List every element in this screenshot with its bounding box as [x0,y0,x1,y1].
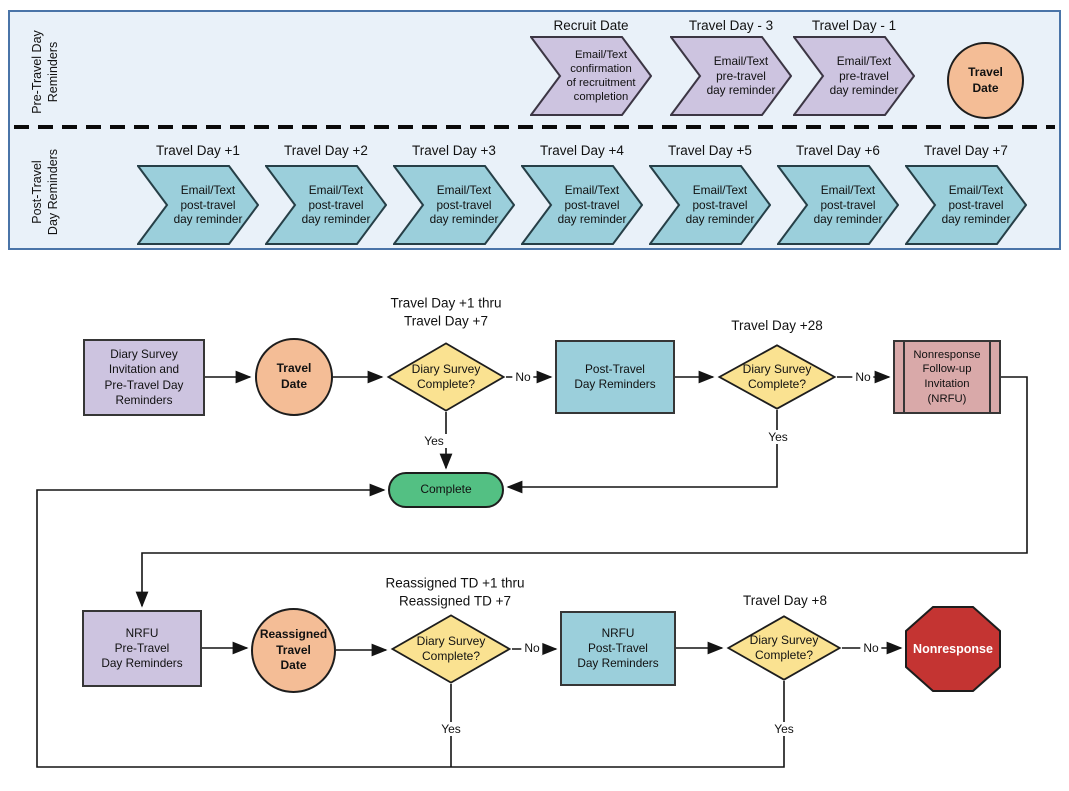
chevron-shape [777,165,899,245]
chevron-shape [793,36,915,116]
node-nrfu-post-travel-reminders: NRFU Post-Travel Day Reminders [560,611,676,686]
edge-label-no-4: No [860,641,882,655]
post-travel-step-7: Email/Text post-travel day reminder [905,165,1027,245]
chevron-shape [530,36,652,116]
step-text: Email/Text post-travel day reminder [301,182,371,227]
step-text: Email/Text pre-travel day reminder [706,53,776,98]
decision2-timeframe-label: Travel Day +28 [731,318,823,334]
post-travel-step-4: Email/Text post-travel day reminder [521,165,643,245]
node-decision-diary-complete-4: Diary Survey Complete? [726,615,842,681]
chevron-shape [905,165,1027,245]
node-nrfu-invitation: Nonresponse Follow-up Invitation (NRFU) [893,340,1001,414]
edge-label-no-2: No [852,370,874,384]
pre-travel-step-1: Email/Text confirmation of recruitment c… [530,36,652,116]
reminder-timeline-panel: Pre-Travel Day Reminders Post-Travel Day… [8,10,1061,250]
post-travel-step-1: Email/Text post-travel day reminder [137,165,259,245]
node-nonresponse: Nonresponse [905,606,1001,692]
edge-label-yes-2: Yes [765,430,791,444]
step-title: Recruit Date [553,18,629,33]
decision-text: Diary Survey Complete? [742,362,812,391]
octagon-shape [905,606,1001,692]
step-title: Travel Day +5 [668,143,752,158]
node-text: Nonresponse Follow-up Invitation (NRFU) [913,348,981,405]
edge-label-no-1: No [512,370,534,384]
node-diary-survey-invitation: Diary Survey Invitation and Pre-Travel D… [83,339,205,416]
node-complete: Complete [388,472,504,508]
post-travel-step-6: Email/Text post-travel day reminder [777,165,899,245]
decision3-timeframe-label: Reassigned TD +1 thru Reassigned TD +7 [385,575,525,608]
node-decision-diary-complete-1: Diary Survey Complete? [386,342,506,412]
step-text: Email/Text post-travel day reminder [173,182,243,227]
step-title: Travel Day +4 [540,143,624,158]
edge-label-yes-1: Yes [421,434,447,448]
chevron-shape [670,36,792,116]
step-title: Travel Day - 1 [811,18,897,33]
subprocess-line-left [903,342,905,412]
chevron-shape [649,165,771,245]
step-text: Email/Text post-travel day reminder [813,182,883,227]
step-title: Travel Day +2 [284,143,368,158]
lane-label-post-travel: Post-Travel Day Reminders [30,148,61,236]
step-title: Travel Day +1 [156,143,240,158]
decision-text: Diary Survey Complete? [749,633,819,662]
post-travel-step-2: Email/Text post-travel day reminder [265,165,387,245]
travel-date-circle: Travel Date [947,42,1024,119]
decision4-timeframe-label: Travel Day +8 [743,593,827,609]
node-nrfu-pre-travel-reminders: NRFU Pre-Travel Day Reminders [82,610,202,687]
decision1-timeframe-label: Travel Day +1 thru Travel Day +7 [390,295,502,328]
chevron-shape [521,165,643,245]
step-text: Email/Text confirmation of recruitment c… [566,48,636,104]
step-text: Email/Text post-travel day reminder [941,182,1011,227]
chevron-shape [137,165,259,245]
node-post-travel-reminders: Post-Travel Day Reminders [555,340,675,414]
lane-label-pre-travel: Pre-Travel Day Reminders [30,30,61,114]
edge-label-yes-3: Yes [438,722,464,736]
step-title: Travel Day +3 [412,143,496,158]
step-title: Travel Day - 3 [688,18,774,33]
node-text: Nonresponse [913,642,993,656]
edge-label-no-3: No [521,641,543,655]
post-travel-step-5: Email/Text post-travel day reminder [649,165,771,245]
decision-text: Diary Survey Complete? [416,634,486,663]
post-travel-step-3: Email/Text post-travel day reminder [393,165,515,245]
decision-text: Diary Survey Complete? [411,362,481,391]
chevron-shape [265,165,387,245]
node-reassigned-travel-date: Reassigned Travel Date [251,608,336,693]
edge-label-yes-4: Yes [771,722,797,736]
step-text: Email/Text post-travel day reminder [429,182,499,227]
pre-travel-step-3: Email/Text pre-travel day reminder [793,36,915,116]
node-decision-diary-complete-3: Diary Survey Complete? [390,614,512,684]
step-text: Email/Text pre-travel day reminder [829,53,899,98]
chevron-shape [393,165,515,245]
step-title: Travel Day +7 [924,143,1008,158]
pre-travel-step-2: Email/Text pre-travel day reminder [670,36,792,116]
node-decision-diary-complete-2: Diary Survey Complete? [717,344,837,410]
lane-divider [14,125,1055,129]
node-travel-date: Travel Date [255,338,333,416]
subprocess-line-right [989,342,991,412]
step-text: Email/Text post-travel day reminder [685,182,755,227]
step-text: Email/Text post-travel day reminder [557,182,627,227]
step-title: Travel Day +6 [796,143,880,158]
